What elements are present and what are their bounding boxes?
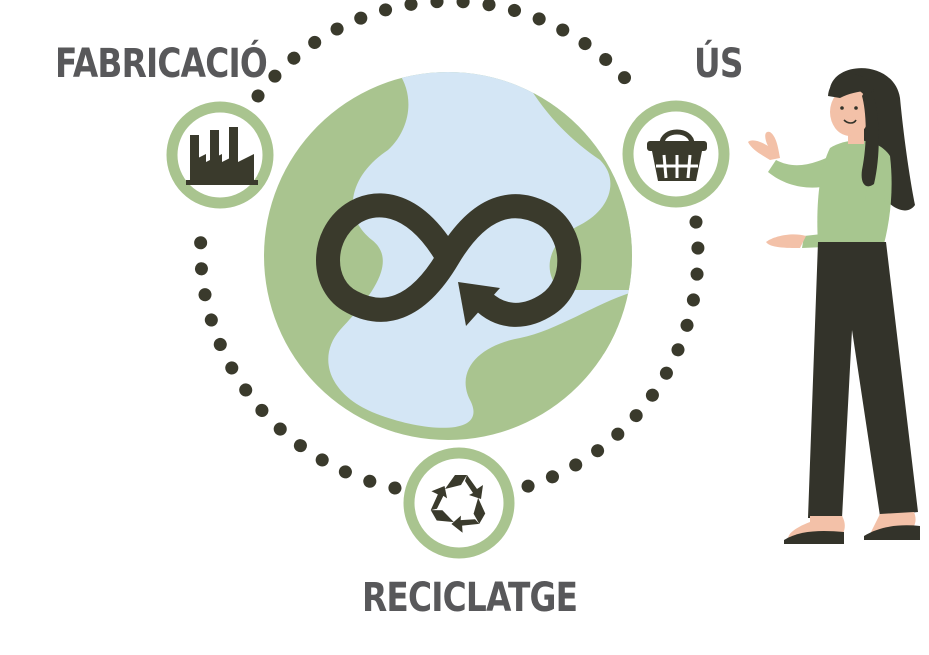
- stage-label-reciclatge: RECICLATGE: [362, 575, 578, 621]
- factory-icon: [186, 127, 258, 185]
- stage-node-fabricacio: [166, 101, 274, 209]
- woman-illustration: [748, 68, 920, 544]
- recycle-icon: [430, 475, 486, 533]
- loop-arrowhead: [458, 282, 500, 326]
- stage-node-us: [622, 100, 730, 208]
- stage-label-us: ÚS: [694, 41, 743, 87]
- infinity-loop-arrow-icon: [316, 193, 582, 327]
- shopping-basket-icon: [647, 129, 707, 181]
- stage-node-reciclatge: [403, 447, 515, 559]
- cycle-ring: [194, 0, 705, 495]
- stage-label-fabricacio: FABRICACIÓ: [55, 41, 268, 87]
